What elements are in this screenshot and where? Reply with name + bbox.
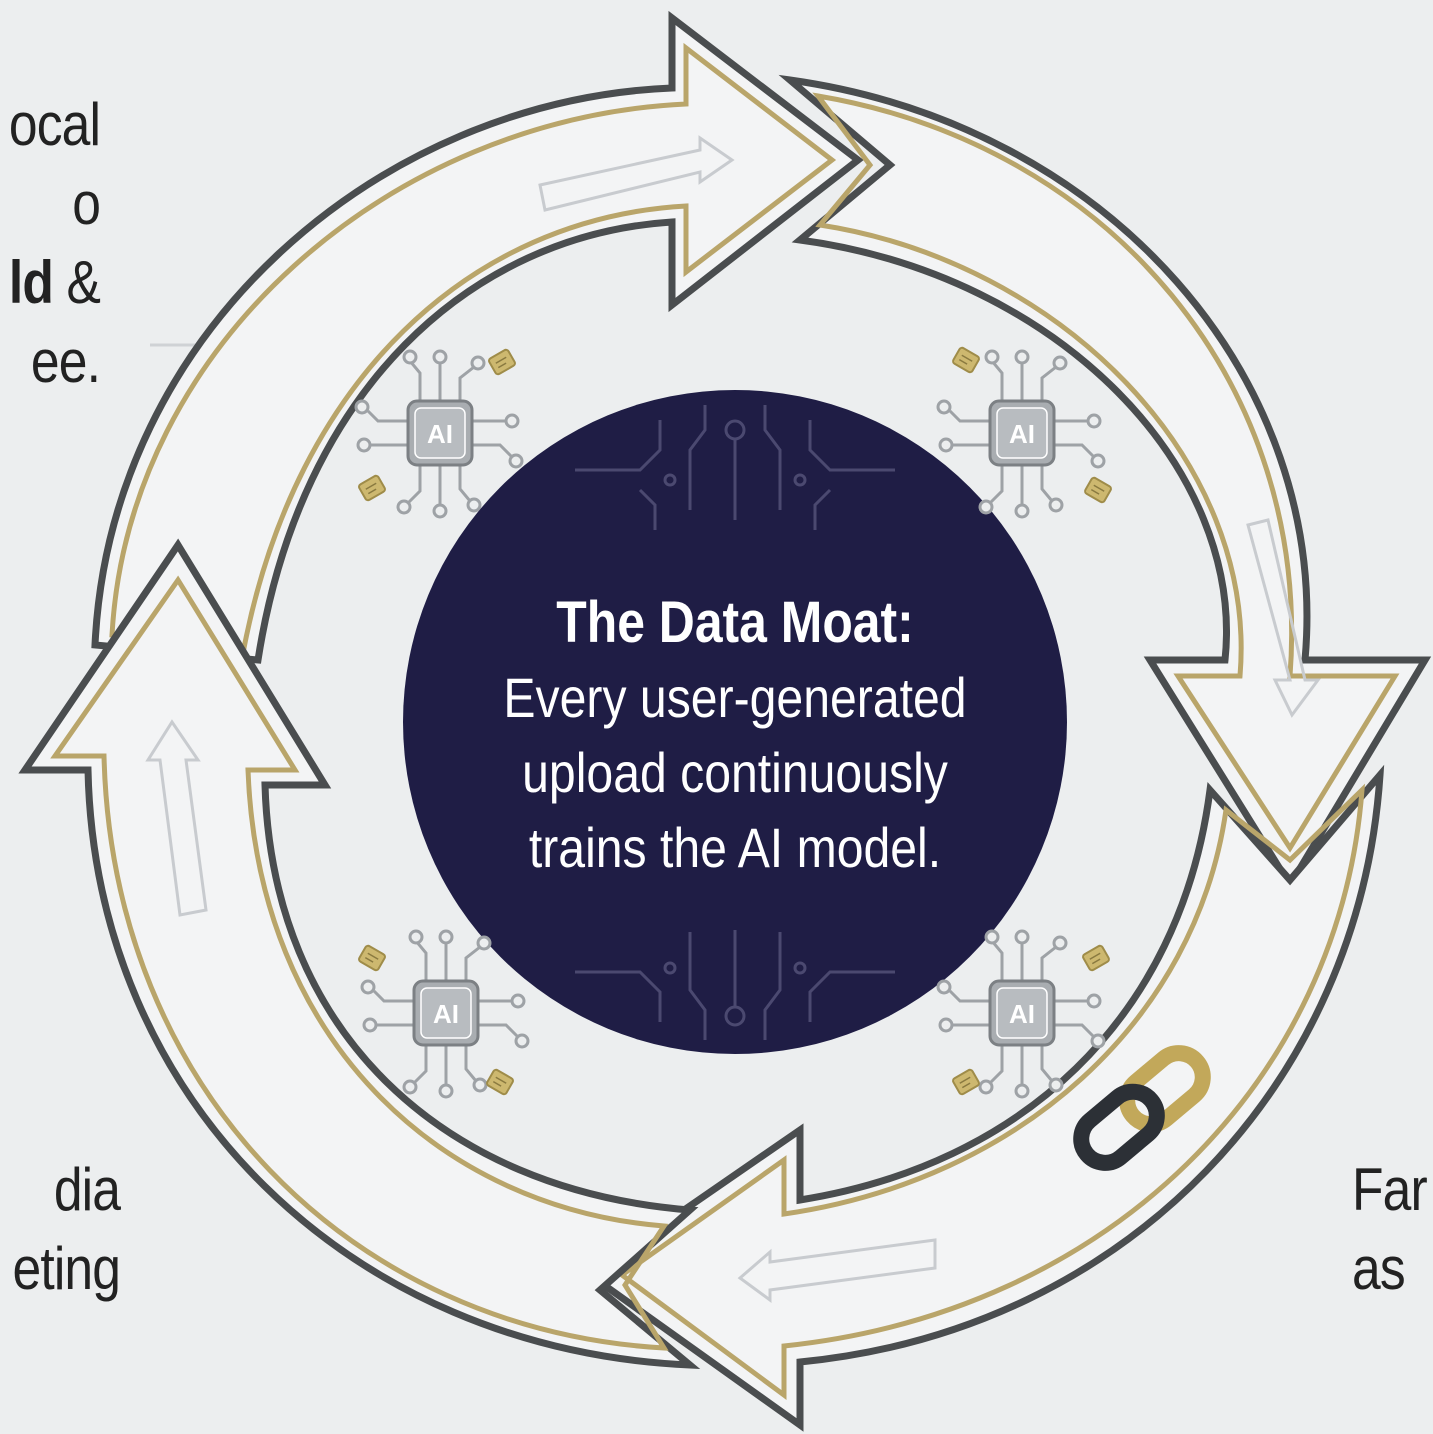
center-text: The Data Moat: Every user-generated uplo… — [464, 585, 1006, 885]
ai-chip-label: AI — [1009, 419, 1035, 449]
ai-chip-label: AI — [433, 999, 459, 1029]
center-title: The Data Moat: — [556, 590, 914, 655]
ai-chip-label: AI — [1009, 999, 1035, 1029]
side-text-bottom-left-line-1: dia — [53, 1156, 121, 1223]
side-text-bottom-right-line-1: Far — [1352, 1156, 1428, 1223]
ai-chip-label: AI — [427, 419, 453, 449]
side-text-bottom-left-line-2: eting — [12, 1235, 120, 1302]
ai-chip-icon: AI — [360, 929, 530, 1099]
side-text-bottom-right: Far as — [1352, 1150, 1428, 1308]
side-text-top-left-line-3-rest: & — [52, 249, 100, 316]
ai-chip-icon: AI — [936, 349, 1106, 519]
ai-chip-icon: AI — [354, 349, 524, 519]
side-text-top-left-bold: ld — [8, 249, 54, 316]
arrow-right — [778, 74, 1432, 892]
side-text-bottom-right-line-2: as — [1352, 1235, 1406, 1302]
ai-chip-icon: AI — [936, 929, 1106, 1099]
side-text-bottom-left: dia eting — [12, 1150, 120, 1308]
chain-link-icon — [1073, 1045, 1211, 1171]
center-body: Every user-generated upload continuously… — [503, 666, 967, 879]
arrow-bottom — [583, 764, 1385, 1432]
side-text-top-left-line-4: ee. — [30, 328, 101, 395]
side-text-top-left: ocal o ld & ee. — [8, 85, 101, 401]
center-circuit — [575, 405, 895, 1040]
center-circle — [403, 390, 1067, 1054]
side-text-top-left-line-1: ocal — [8, 91, 101, 158]
inner-trace-arrows — [145, 135, 1321, 1303]
side-text-top-left-line-2: o — [72, 170, 101, 237]
